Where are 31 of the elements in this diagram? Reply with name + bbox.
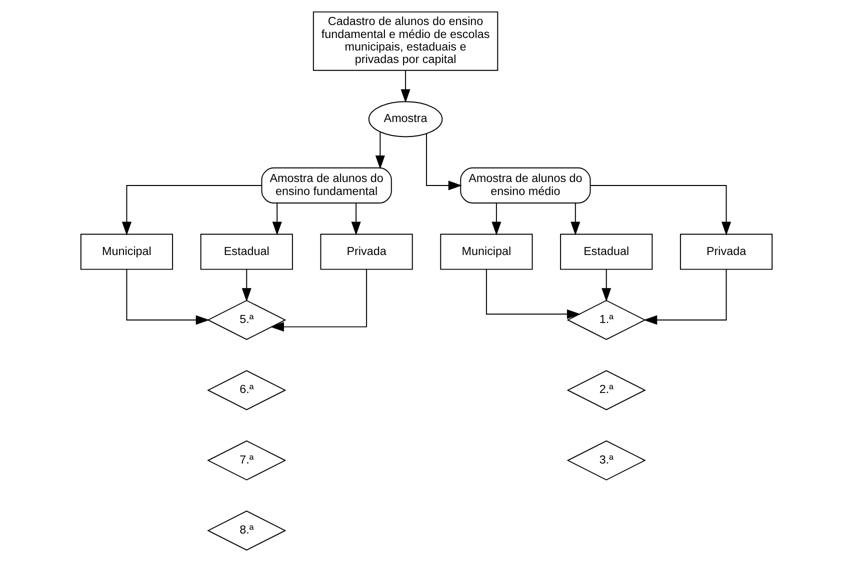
node-box: Municipal: [80, 234, 173, 270]
node-box: Estadual: [560, 234, 652, 270]
arrow: [643, 268, 726, 325]
arrow: [126, 268, 209, 325]
arrow: [270, 269, 367, 332]
arrow: [272, 202, 282, 236]
node-ellipse: Amostra: [368, 101, 442, 138]
arrow: [485, 268, 580, 319]
node-diamond: 6.ª: [206, 370, 286, 410]
node-diamond: 2.ª: [566, 370, 646, 410]
arrow: [426, 133, 462, 190]
arrow: [400, 70, 410, 103]
node-box: Estadual: [200, 234, 292, 270]
node-diamond: 3.ª: [566, 440, 646, 480]
node-box: Amostra de alunos do ensino fundamental: [260, 167, 392, 204]
node-box: Cadastro de alunos do ensino fundamental e médio de escolas municipais, estaduais e privadas por capital: [312, 11, 498, 71]
arrow: [570, 202, 580, 236]
arrow: [491, 202, 501, 236]
arrow: [350, 202, 360, 236]
node-box: Privada: [679, 234, 772, 270]
node-diamond: 5.ª: [206, 300, 286, 340]
node-box: Municipal: [440, 234, 532, 270]
arrow: [241, 268, 251, 302]
arrow: [121, 184, 262, 236]
node-diamond: 7.ª: [206, 440, 286, 480]
node-box: Privada: [320, 234, 412, 270]
node-diamond: 8.ª: [206, 510, 286, 551]
arrow: [589, 184, 731, 236]
arrow: [374, 131, 384, 170]
arrow: [601, 268, 611, 302]
node-box: Amostra de alunos do ensino médio: [460, 167, 590, 204]
